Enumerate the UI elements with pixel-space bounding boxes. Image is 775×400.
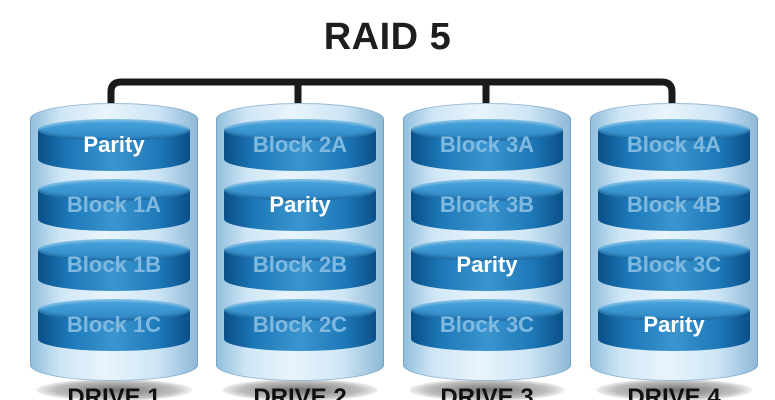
disk-top <box>38 179 190 201</box>
drive-1: Block 1C Block 1B Block 1A Parity <box>30 103 198 400</box>
disk-top <box>38 239 190 261</box>
block-disk: Block 3C <box>598 239 750 299</box>
disk-label: Block 3A <box>439 132 535 157</box>
diagram-title: RAID 5 <box>323 16 452 58</box>
drive-3: Block 3C Parity Block 3B Block 3A <box>403 103 571 400</box>
block-disk: Block 3A <box>411 119 563 179</box>
disk-label: Block 2C <box>252 312 348 337</box>
disk-label: Parity <box>643 312 705 337</box>
block-disk: Block 2C <box>224 299 376 359</box>
disk-top <box>598 239 750 261</box>
drive-shadow <box>36 379 192 400</box>
drive-label: DRIVE 4 <box>627 384 721 400</box>
disk-top <box>411 179 563 201</box>
disk-label: Block 4B <box>626 192 722 217</box>
block-disk: Block 4B <box>598 179 750 239</box>
bus-line <box>107 78 676 128</box>
block-disk: Block 1B <box>38 239 190 299</box>
block-disk: Block 2B <box>224 239 376 299</box>
disk-top <box>598 179 750 201</box>
disk-label: Block 4A <box>626 132 722 157</box>
drive-label: DRIVE 1 <box>67 384 161 400</box>
block-disk: Block 3B <box>411 179 563 239</box>
parity-disk: Parity <box>598 299 750 359</box>
block-disk: Block 1C <box>38 299 190 359</box>
disk-label: Block 2B <box>252 252 348 277</box>
disk-label: Block 3C <box>626 252 722 277</box>
block-disk: Block 1A <box>38 179 190 239</box>
disk-label: Parity <box>456 252 518 277</box>
drive-label: DRIVE 2 <box>253 384 347 400</box>
disk-top <box>411 299 563 321</box>
disk-top <box>224 299 376 321</box>
disk-label: Block 1A <box>66 192 162 217</box>
disk-label: Block 1B <box>66 252 162 277</box>
disk-top <box>411 239 563 261</box>
disk-label: Block 2A <box>252 132 348 157</box>
drive-shadow <box>409 379 565 400</box>
drive-shadow <box>596 379 752 400</box>
disk-top <box>224 239 376 261</box>
block-disk: Block 3C <box>411 299 563 359</box>
disk-top <box>38 119 190 141</box>
parity-disk: Parity <box>224 179 376 239</box>
disk-label: Block 1C <box>66 312 162 337</box>
disk-top <box>411 119 563 141</box>
block-disk: Block 4A <box>598 119 750 179</box>
disk-label: Parity <box>269 192 331 217</box>
drive-4: Parity Block 3C Block 4B Block 4A <box>590 103 758 400</box>
disk-top <box>598 119 750 141</box>
block-disk: Block 2A <box>224 119 376 179</box>
parity-disk: Parity <box>411 239 563 299</box>
drive-label: DRIVE 3 <box>440 384 534 400</box>
disk-top <box>38 299 190 321</box>
drive-2: Block 2C Block 2B Parity Block 2A <box>216 103 384 400</box>
disk-top <box>598 299 750 321</box>
disk-label: Parity <box>83 132 145 157</box>
disk-label: Block 3C <box>439 312 535 337</box>
parity-disk: Parity <box>38 119 190 179</box>
drive-shadow <box>222 379 378 400</box>
disk-label: Block 3B <box>439 192 535 217</box>
disk-top <box>224 179 376 201</box>
disk-top <box>224 119 376 141</box>
